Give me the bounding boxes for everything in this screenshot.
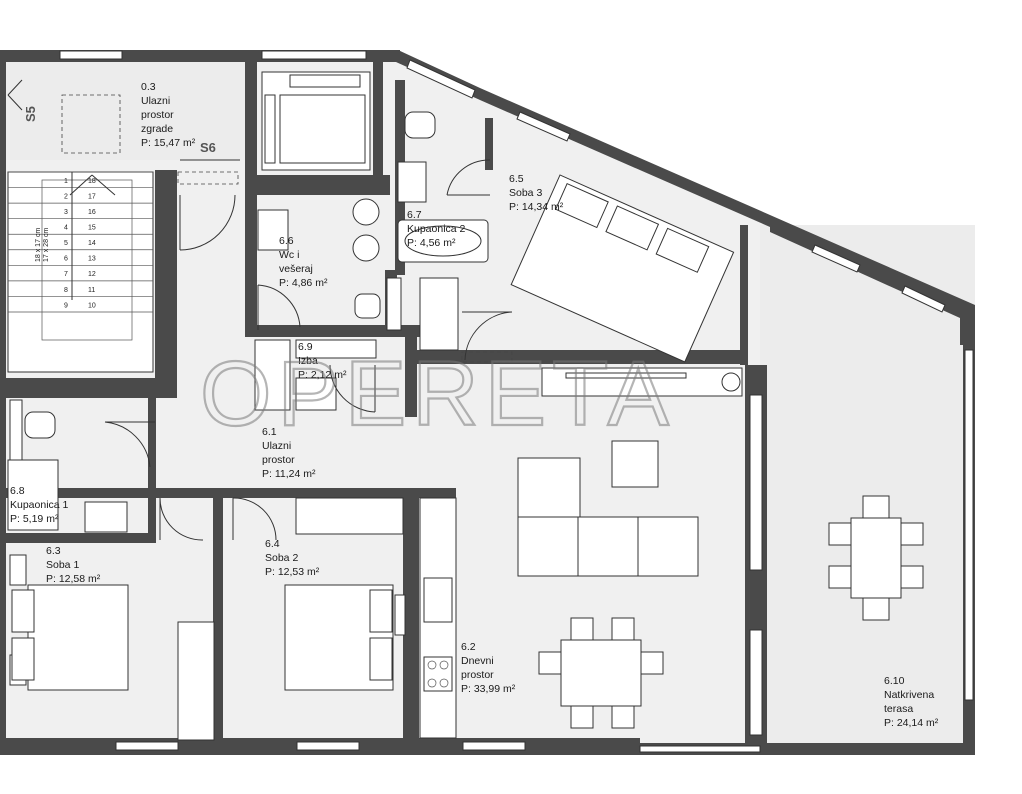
- tv-unit: [541, 367, 743, 397]
- room-area: P: 11,24 m²: [262, 468, 316, 480]
- room-name-line: Ulazni: [141, 95, 170, 107]
- room-name-line: prostor: [461, 669, 494, 681]
- room-id: 6.7: [407, 209, 422, 221]
- room-area: P: 12,53 m²: [265, 566, 320, 578]
- stair-step-number: 2: [64, 193, 68, 200]
- pantry-shelves: [254, 339, 377, 411]
- room-id: 6.5: [509, 173, 524, 185]
- room-id: 6.3: [46, 545, 61, 557]
- room-name-line: Dnevni: [461, 655, 494, 667]
- room-label-6-7: 6.7 Kupaonica 2 P: 4,56 m²: [407, 209, 466, 249]
- stair-step-number: 18: [88, 178, 96, 185]
- room-label-6-3: 6.3 Soba 1 P: 12,58 m²: [46, 545, 101, 585]
- terrace-table: [828, 495, 924, 621]
- windows: [59, 50, 974, 753]
- room-label-6-1: 6.1 Ulazni prostor P: 11,24 m²: [262, 426, 316, 480]
- stair-step-number: 3: [64, 209, 68, 216]
- room-name-line: prostor: [141, 109, 174, 121]
- room-label-6-4: 6.4 Soba 2 P: 12,53 m²: [265, 538, 320, 578]
- stair-note-a: 18 x 17 cm: [35, 228, 42, 262]
- stair-step-number: 7: [64, 271, 68, 278]
- armchair: [611, 440, 659, 488]
- room-name-line: prostor: [262, 454, 295, 466]
- room-area: P: 4,56 m²: [407, 237, 456, 249]
- room-name-line: terasa: [884, 703, 913, 715]
- stair-step-number: 8: [64, 287, 68, 294]
- room-id: 6.4: [265, 538, 280, 550]
- room-area: P: 14,34 m²: [509, 201, 564, 213]
- bed-soba-3: [510, 174, 735, 363]
- room-area: P: 12,58 m²: [46, 573, 101, 585]
- stair-step-number: 10: [88, 302, 96, 309]
- room-name-line: vešeraj: [279, 263, 313, 275]
- room-label-6-10: 6.10 Natkrivena terasa P: 24,14 m²: [884, 675, 939, 729]
- room-name-line: zgrade: [141, 123, 173, 135]
- bed-soba-1: [9, 554, 129, 691]
- stair-step-number: 6: [64, 256, 68, 263]
- room-area: P: 15,47 m²: [141, 137, 196, 149]
- skylight-outline: [61, 94, 121, 154]
- room-area: P: 2,12 m²: [298, 369, 347, 381]
- wardrobe-soba-2: [295, 497, 404, 535]
- room-id: 6.2: [461, 641, 476, 653]
- room-name-line: Wc i: [279, 249, 299, 261]
- room-area: P: 4,86 m²: [279, 277, 328, 289]
- stair-step-number: 5: [64, 240, 68, 247]
- room-label-6-9: 6.9 Izba P: 2,12 m²: [298, 341, 347, 381]
- room-name-line: Soba 3: [509, 187, 542, 199]
- room-name-line: Natkrivena: [884, 689, 934, 701]
- stair-step-number: 13: [88, 256, 96, 263]
- room-name-line: Kupaonica 2: [407, 223, 466, 235]
- stair-step-number: 15: [88, 225, 96, 232]
- room-label-6-6: 6.6 Wc i vešeraj P: 4,86 m²: [279, 235, 328, 289]
- room-name-line: Soba 1: [46, 559, 79, 571]
- room-name-line: Kupaonica 1: [10, 499, 69, 511]
- doors: [104, 159, 513, 541]
- stair-step-number: 16: [88, 209, 96, 216]
- room-id: 6.10: [884, 675, 905, 687]
- room-id: 0.3: [141, 81, 156, 93]
- room-label-6-2: 6.2 Dnevni prostor P: 33,99 m²: [461, 641, 516, 695]
- stair-step-number: 14: [88, 240, 96, 247]
- room-area: P: 24,14 m²: [884, 717, 939, 729]
- room-name-line: Ulazni: [262, 440, 291, 452]
- stair-step-number: 9: [64, 302, 68, 309]
- dining-table: [538, 617, 664, 729]
- bathroom-fixtures: [7, 111, 489, 533]
- room-area: P: 33,99 m²: [461, 683, 516, 695]
- room-id: 6.9: [298, 341, 313, 353]
- kitchen-counter: [419, 497, 457, 739]
- room-id: 6.8: [10, 485, 25, 497]
- stair-step-number: 11: [88, 287, 95, 294]
- room-label-6-5: 6.5 Soba 3 P: 14,34 m²: [509, 173, 564, 213]
- stair-treads: [8, 171, 153, 313]
- stair-step-numbers-left: 1 2 3 4 5 6 7 8 9: [64, 178, 68, 309]
- section-marker-s5: S5: [7, 79, 38, 122]
- stair-step-number: 17: [88, 193, 96, 200]
- stair-step-numbers-right: 18 17 16 15 14 13 12 11 10: [88, 178, 96, 309]
- room-id: 6.1: [262, 426, 277, 438]
- room-label-6-8: 6.8 Kupaonica 1 P: 5,19 m²: [10, 485, 69, 525]
- elevator: [261, 71, 371, 171]
- room-label-0-3: 0.3 Ulazni prostor zgrade P: 15,47 m²: [141, 81, 196, 149]
- section-s6-label: S6: [200, 140, 216, 155]
- section-s5-label: S5: [23, 106, 38, 122]
- room-name-line: Soba 2: [265, 552, 298, 564]
- room-id: 6.6: [279, 235, 294, 247]
- stair-step-number: 4: [64, 225, 68, 232]
- bed-soba-2: [284, 584, 406, 691]
- wardrobe-soba-1: [177, 621, 215, 741]
- stair-note-b: 17 x 28 cm: [43, 228, 50, 262]
- room-name-line: Izba: [298, 355, 318, 367]
- floor-area: [0, 55, 975, 755]
- sofa: [517, 457, 699, 577]
- section-marker-s6: S6: [180, 140, 240, 161]
- watermark-logo: OPERETA: [200, 343, 675, 445]
- stair-step-number: 12: [88, 271, 96, 278]
- room-area: P: 5,19 m²: [10, 513, 59, 525]
- stair-step-number: 1: [64, 178, 68, 185]
